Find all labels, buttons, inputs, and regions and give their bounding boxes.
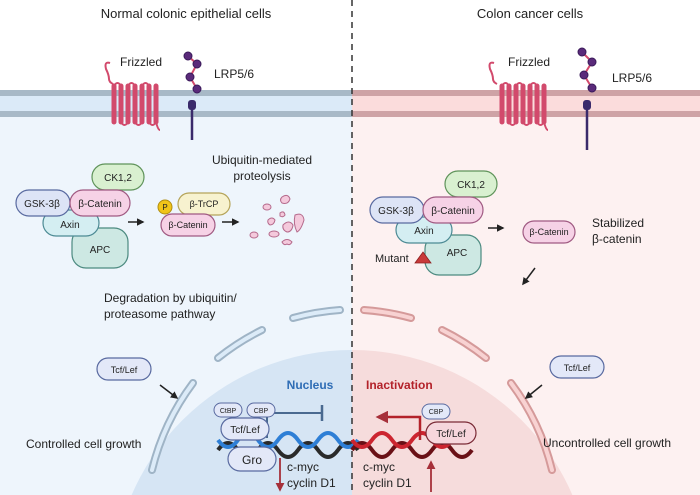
- destruction-complex-right: [369, 170, 498, 276]
- bcat-label-left: β-Catenin: [78, 199, 122, 210]
- lrp56-coreceptor-left: [183, 51, 202, 140]
- apc-protein: [71, 227, 129, 269]
- bcat-label-right: β-Catenin: [431, 206, 475, 217]
- tcf-lef-free-left: [96, 357, 152, 381]
- gene2-label-left: cyclin D1: [287, 476, 336, 490]
- stabilized-label-line1: Stabilized: [592, 216, 644, 230]
- ck12-label-left: CK1,2: [104, 173, 132, 184]
- frizzled-receptor-left: [104, 61, 161, 131]
- frizzled-label-left: Frizzled: [120, 55, 162, 69]
- right-panel-title: Colon cancer cells: [477, 6, 584, 21]
- gro-label: Gro: [242, 453, 262, 467]
- axin-label-right: Axin: [414, 226, 433, 237]
- bcatenin-stabilized-protein: [522, 220, 576, 244]
- cbp-label-left: CBP: [254, 408, 269, 415]
- arrow-tcf-to-nucleus-right: [524, 384, 543, 399]
- uncontrolled-growth-label: Uncontrolled cell growth: [543, 436, 671, 450]
- gene1-label-right: c-myc: [363, 460, 395, 474]
- cancer-nuclear-envelope: [360, 306, 556, 474]
- ctbp-protein: [213, 402, 243, 418]
- normal-nuclear-envelope: [148, 306, 344, 474]
- controlled-growth-label: Controlled cell growth: [26, 437, 141, 451]
- left-panel-title: Normal colonic epithelial cells: [101, 6, 272, 21]
- phosphate-label: P: [162, 203, 167, 212]
- tcf-nuclear-label-right: Tcf/Lef: [436, 429, 466, 440]
- ctbp-label: CtBP: [220, 408, 237, 415]
- btrcp-label: β-TrCP: [190, 199, 219, 209]
- gene2-label-right: cyclin D1: [363, 476, 412, 490]
- ubiquitin-label-line1: Ubiquitin-mediated: [212, 153, 312, 167]
- apc-label-left: APC: [90, 245, 111, 256]
- transcription-activation-arrow: [375, 410, 422, 440]
- bcatenin-phospho-label: β-Catenin: [168, 220, 207, 230]
- bcatenin-phospho-protein: [160, 213, 216, 237]
- mutant-label: Mutant: [375, 253, 409, 265]
- lrp-label-right: LRP5/6: [612, 71, 652, 85]
- bcatenin-protein: [69, 189, 131, 217]
- degradation-label-line1: Degradation by ubiquitin/: [104, 291, 237, 305]
- tcf-free-label-right: Tcf/Lef: [564, 363, 591, 373]
- inactivation-label: Inactivation: [366, 378, 433, 392]
- gsk-label-right: GSK-3β: [378, 206, 414, 217]
- cancer-cell-membrane: [352, 90, 700, 117]
- tcf-nuclear-label-left: Tcf/Lef: [230, 425, 260, 436]
- lrp-label-left: LRP5/6: [214, 67, 254, 81]
- axin-label-left: Axin: [60, 220, 79, 231]
- cbp-protein-right: [421, 403, 451, 420]
- frizzled-receptor-right: [488, 61, 549, 131]
- normal-cell-membrane: [0, 90, 352, 117]
- cbp-label-right: CBP: [429, 409, 444, 416]
- gro-protein: [227, 446, 277, 472]
- protein-fragments: [249, 194, 305, 246]
- gsk-label-left: GSK-3β: [24, 199, 60, 210]
- degradation-label-line2: proteasome pathway: [104, 307, 215, 321]
- ck12-label-right: CK1,2: [457, 180, 485, 191]
- arrow-tcf-to-nucleus-left: [159, 384, 179, 399]
- bcatenin-stabilized-label: β-Catenin: [529, 227, 568, 237]
- destruction-complex-left: [15, 163, 145, 269]
- tcf-lef-free-right: [549, 355, 605, 379]
- ubiquitin-label-line2: proteolysis: [233, 169, 290, 183]
- mutation-triangle-icon: [414, 251, 432, 264]
- phosphate-group: [157, 199, 173, 215]
- lrp56-coreceptor-right: [577, 47, 597, 150]
- tcf-lef-nuclear-right: [425, 421, 477, 445]
- tcf-free-label-left: Tcf/Lef: [111, 365, 138, 375]
- gene1-label-left: c-myc: [287, 460, 319, 474]
- apc-label-right: APC: [447, 248, 468, 259]
- arrow-stabilized-down: [522, 267, 536, 286]
- stabilized-label-line2: β-catenin: [592, 232, 642, 246]
- frizzled-label-right: Frizzled: [508, 55, 550, 69]
- cbp-protein-left: [246, 402, 276, 418]
- nucleus-label: Nucleus: [287, 378, 334, 392]
- tcf-lef-nuclear-left: [220, 417, 270, 441]
